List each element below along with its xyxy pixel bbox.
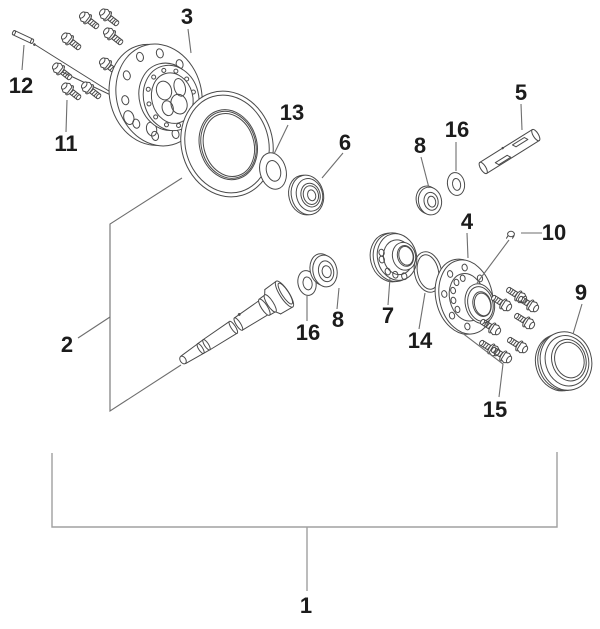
callout-leader-7: [387, 277, 391, 306]
hub-bearing-rollers: [450, 274, 466, 314]
part-3-differential-carrier: [108, 43, 203, 147]
callout-leader-13: [273, 124, 289, 155]
bearing-rollers: [378, 248, 408, 281]
part-5-pin: [478, 128, 541, 175]
callout-leader-8b: [336, 287, 340, 310]
callout-leader-8a: [420, 156, 430, 189]
callout-leader-1: [51, 452, 558, 528]
callout-leader-14: [418, 292, 426, 330]
part-8-washer-lower: [309, 253, 338, 288]
callout-leader-3: [187, 28, 192, 54]
part-16-washer-upper: [446, 172, 466, 196]
callout-leader-4: [466, 232, 469, 259]
part-10-bolt: [506, 230, 515, 239]
callout-leader-15: [460, 331, 504, 398]
callout-leader-2: [109, 177, 183, 413]
part-13-washer: [259, 152, 287, 190]
part-2-pinion-shaft: [179, 280, 295, 365]
callout-leader-9: [572, 303, 583, 335]
part-4-hub: [434, 258, 496, 335]
callout-leader-6: [321, 152, 344, 179]
part-2-ring-gear: [180, 90, 274, 198]
part-6-bearing: [288, 174, 325, 216]
callout-leader-5: [520, 103, 523, 131]
part-12-pin: [11, 30, 36, 46]
callout-leader-12: [21, 44, 25, 71]
part-8-washer-upper: [415, 185, 443, 216]
part-7-bearing: [369, 232, 418, 283]
callout-leader-11: [65, 99, 68, 133]
callout-leader-2: [77, 316, 111, 339]
part-9-seal: [534, 331, 593, 392]
callout-leader-10: [476, 239, 510, 284]
